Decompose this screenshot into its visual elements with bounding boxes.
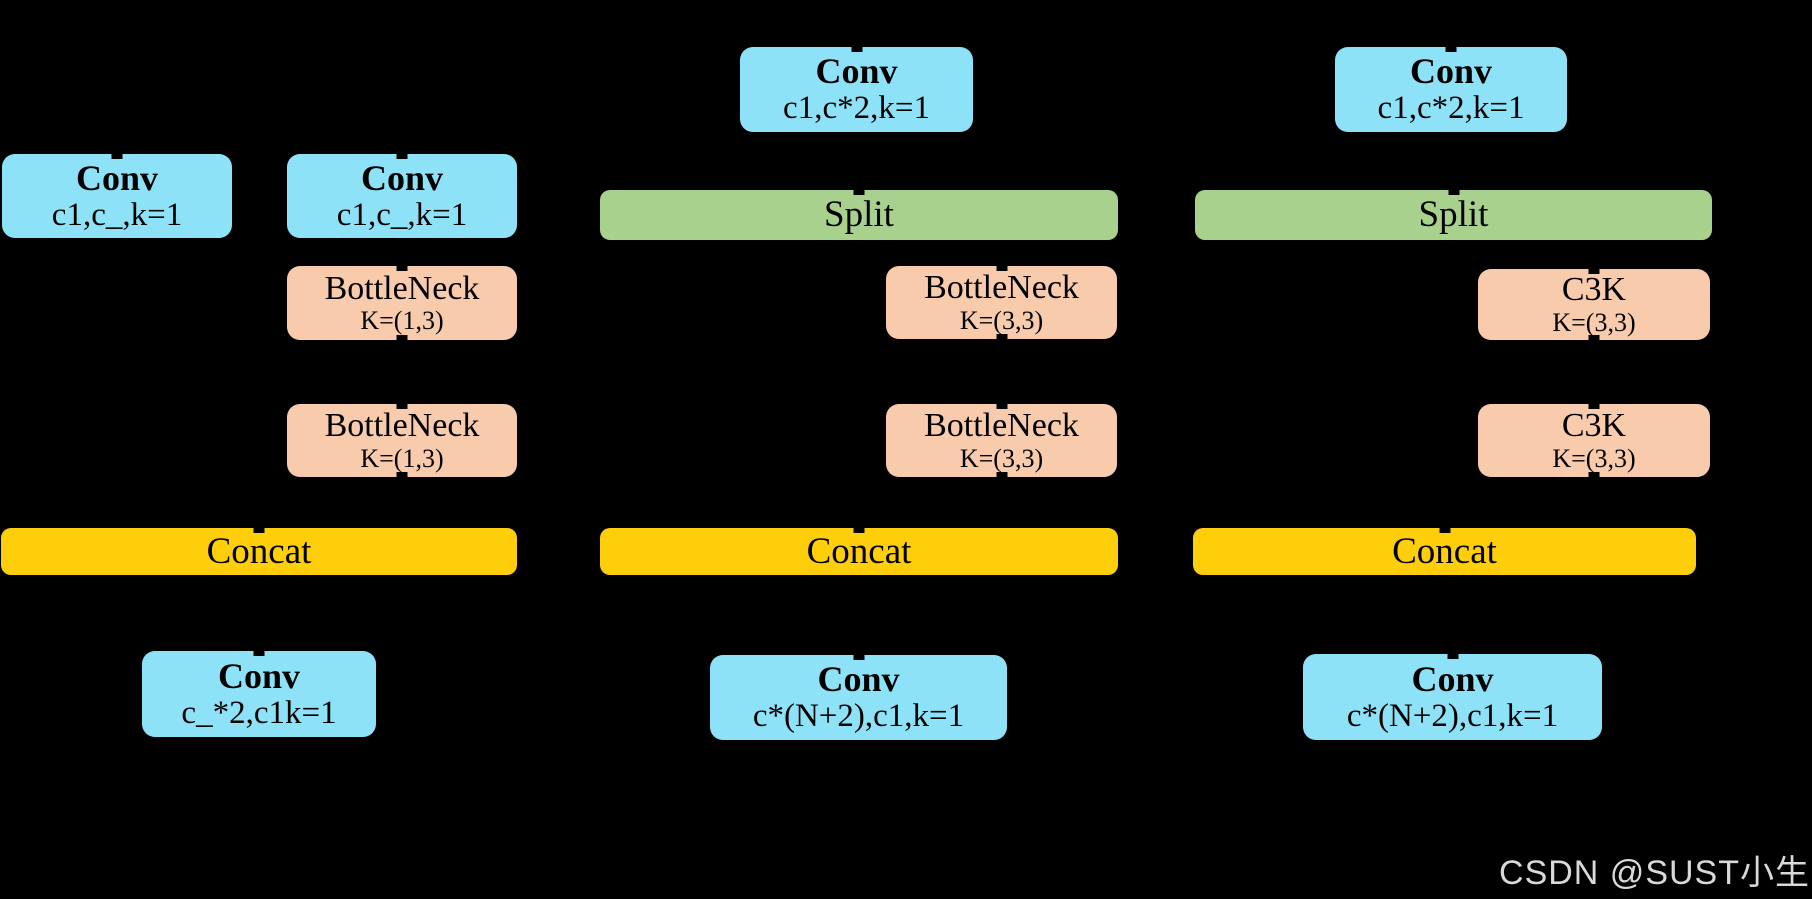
block-params: K=(1,3) xyxy=(360,443,444,473)
c3k2-c3k-2-block: C3K K=(3,3) xyxy=(1478,404,1710,477)
c3-conv-out-block: Conv c_*2,c1k=1 xyxy=(142,651,376,737)
block-params: c1,c*2,k=1 xyxy=(783,90,930,127)
c3k2-conv-out-block: Conv c*(N+2),c1,k=1 xyxy=(1303,654,1602,740)
c3k2-c3k-1-block: C3K K=(3,3) xyxy=(1478,269,1710,340)
block-title: Conv xyxy=(1409,51,1493,92)
block-title: Conv xyxy=(817,659,900,700)
block-title: Conv xyxy=(815,51,898,92)
c2f-bottleneck-1-block: BottleNeck K=(3,3) xyxy=(886,266,1117,339)
block-title: Conv xyxy=(75,157,159,198)
c3k2-conv-in-block: Conv c1,c*2,k=1 xyxy=(1335,47,1567,132)
block-title: C3K xyxy=(1561,407,1627,445)
c3-conv-in-left-block: Conv c1,c_,k=1 xyxy=(2,154,232,238)
bar-label: Concat xyxy=(1392,530,1497,572)
block-title: BottleNeck xyxy=(924,407,1079,445)
c2f-split-bar: Split xyxy=(600,190,1118,240)
c3-concat-bar: Concat xyxy=(1,528,517,575)
block-title: BottleNeck xyxy=(324,269,480,307)
block-params: K=(3,3) xyxy=(1552,443,1636,473)
block-params: c*(N+2),c1,k=1 xyxy=(752,698,965,735)
c2f-concat-bar: Concat xyxy=(600,528,1118,575)
block-params: K=(3,3) xyxy=(959,305,1044,335)
block-params: K=(3,3) xyxy=(1552,307,1636,337)
block-params: c1,c_,k=1 xyxy=(51,196,183,233)
c2f-conv-in-block: Conv c1,c*2,k=1 xyxy=(740,47,973,132)
c3-bottleneck-2-block: BottleNeck K=(1,3) xyxy=(287,404,517,477)
block-params: K=(3,3) xyxy=(959,443,1044,473)
c2f-conv-out-block: Conv c*(N+2),c1,k=1 xyxy=(710,655,1007,740)
block-params: K=(1,3) xyxy=(360,306,444,336)
block-title: C3K xyxy=(1561,271,1627,309)
c3-conv-in-right-block: Conv c1,c_,k=1 xyxy=(287,154,517,238)
bar-label: Split xyxy=(824,194,894,236)
block-params: c*(N+2),c1,k=1 xyxy=(1346,697,1559,734)
block-title: BottleNeck xyxy=(324,407,480,445)
c3k2-split-bar: Split xyxy=(1195,190,1712,240)
c3k2-concat-bar: Concat xyxy=(1193,528,1696,575)
block-title: Conv xyxy=(217,655,301,696)
bar-label: Split xyxy=(1418,194,1489,236)
c3-bottleneck-1-block: BottleNeck K=(1,3) xyxy=(287,266,517,340)
bar-label: Concat xyxy=(806,530,912,572)
csdn-watermark: CSDN @SUST小生 xyxy=(1499,854,1810,892)
bar-label: Concat xyxy=(206,530,312,572)
c2f-bottleneck-2-block: BottleNeck K=(3,3) xyxy=(886,404,1117,477)
block-params: c1,c*2,k=1 xyxy=(1377,90,1525,127)
block-title: Conv xyxy=(1411,658,1494,699)
block-title: Conv xyxy=(360,157,444,198)
block-title: BottleNeck xyxy=(924,269,1079,307)
block-params: c_*2,c1k=1 xyxy=(181,694,337,731)
block-params: c1,c_,k=1 xyxy=(336,196,468,233)
